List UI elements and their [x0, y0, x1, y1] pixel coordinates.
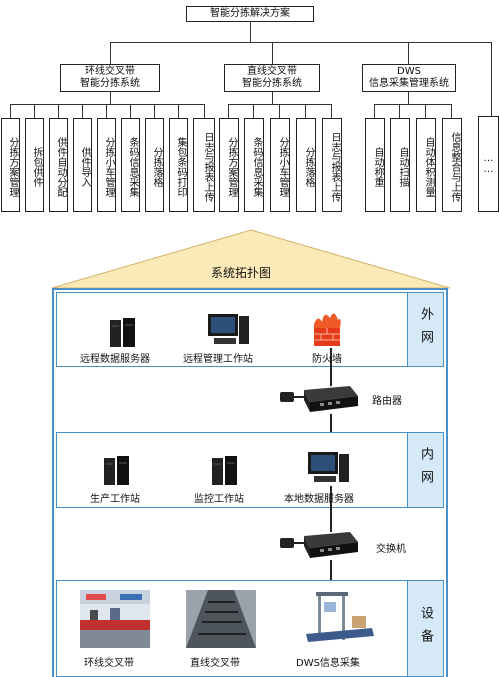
subsystem-box-linear: [224, 64, 320, 92]
item-linear-sorter: 直线交叉带: [190, 658, 240, 669]
leaf-dws-1: 自动称重: [365, 118, 385, 212]
leaf-linear-5: 日志与报表上传: [322, 118, 342, 212]
item-monitor-workstation: 监控工作站: [194, 494, 244, 505]
switch-label: 交换机: [376, 544, 406, 555]
dws-machine-photo: [302, 588, 376, 648]
linear-sorter-photo: [186, 590, 256, 648]
tag-external: 外网: [407, 292, 444, 367]
item-loop-sorter: 环线交叉带: [84, 658, 134, 669]
leaf-linear-2: 条码信息采集: [244, 118, 264, 212]
subsystem-box-dws: [362, 64, 456, 92]
leaf-linear-3: 分拣小车管理: [270, 118, 290, 212]
leaf-loop-8: 集包条码打印: [169, 118, 188, 212]
item-local-server: 本地数据服务器: [284, 494, 354, 505]
leaf-loop-2: 拆包供件: [25, 118, 44, 212]
monitor-workstation-icon: [212, 456, 237, 485]
subsystem-label-dws: DWS 信息采集管理系统: [369, 66, 449, 89]
leaf-loop-1: 分拣方案管理: [1, 118, 20, 212]
subsystem-label-linear: 直线交叉带 智能分拣系统: [242, 66, 302, 89]
switch-icon: [280, 532, 358, 558]
root-box: [186, 6, 314, 22]
leaf-dws-2: 自动扫描: [390, 118, 410, 212]
leaf-loop-9: 日志与报表上传: [193, 118, 215, 212]
router-icon: [280, 386, 358, 412]
server-icon: [110, 318, 135, 347]
tag-internal: 内网: [407, 432, 444, 508]
leaf-linear-1: 分拣方案管理: [219, 118, 239, 212]
subsystem-box-loop: [60, 64, 160, 92]
leaf-linear-4: 分拣落格: [296, 118, 316, 212]
root-label: 智能分拣解决方案: [210, 8, 290, 19]
leaf-loop-7: 分拣落格: [145, 118, 164, 212]
leaf-dws-3: 自动体积测量: [416, 118, 436, 212]
tag-devices: 设备: [407, 580, 444, 677]
loop-sorter-photo: [80, 590, 150, 648]
workstation-icon: [208, 314, 249, 344]
leaf-loop-6: 条码信息采集: [121, 118, 140, 212]
item-remote-workstation: 远程管理工作站: [183, 354, 253, 365]
item-firewall: 防火墙: [312, 354, 342, 365]
router-label: 路由器: [372, 396, 402, 407]
production-workstation-icon: [104, 456, 129, 485]
item-dws: DWS信息采集: [296, 658, 360, 669]
item-remote-server: 远程数据服务器: [80, 354, 150, 365]
leaf-dws-4: 信息整合与上传: [442, 118, 462, 212]
leaf-loop-4: 供件导入: [73, 118, 92, 212]
firewall-icon: [314, 313, 341, 346]
subsystem-label-loop: 环线交叉带 智能分拣系统: [80, 66, 140, 89]
local-server-icon: [308, 452, 349, 482]
item-production-workstation: 生产工作站: [90, 494, 140, 505]
leaf-more: ……: [478, 116, 499, 212]
topology-title: 系统拓扑图: [211, 266, 272, 280]
leaf-loop-3: 供件自动分配: [49, 118, 68, 212]
leaf-loop-5: 分拣小车管理: [97, 118, 116, 212]
